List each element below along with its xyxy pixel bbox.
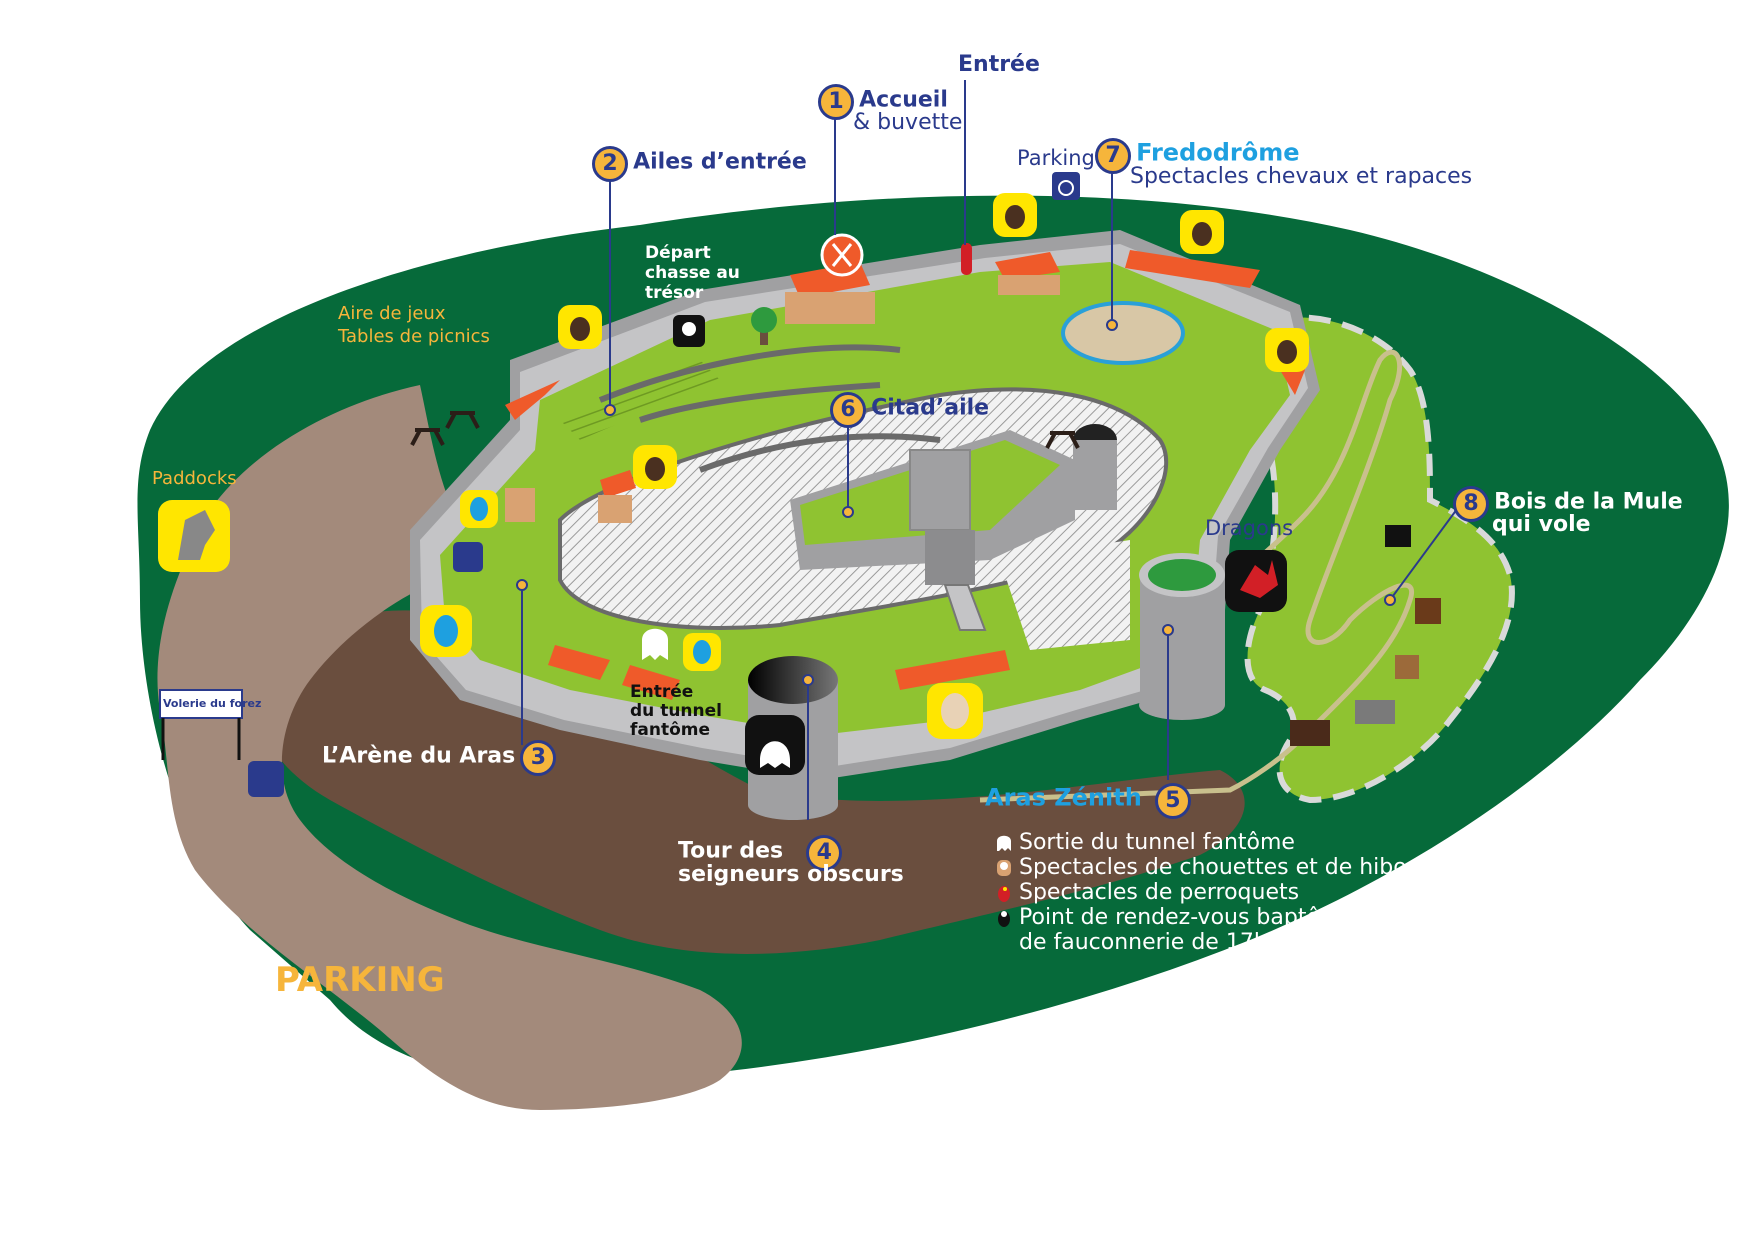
tour-line2: seigneurs obscurs xyxy=(678,862,904,887)
citadel-bridge xyxy=(943,584,987,631)
legend-text-eagle: Point de rendez-vous baptême de fauconne… xyxy=(1019,905,1355,955)
volerie-sign-text: Volerie du forez xyxy=(163,697,262,710)
parking-big-label: PARKING xyxy=(275,960,445,1000)
tunnel-entrance-label: Entrée du tunnel fantôme xyxy=(630,683,722,740)
ghost-icon xyxy=(995,833,1013,853)
aras-zenith-tower-pool xyxy=(1148,559,1216,591)
legend-row-parrot: Spectacles de perroquets xyxy=(995,880,1434,905)
tour-number-badge: 4 xyxy=(806,835,843,871)
paddocks-label: Paddocks xyxy=(152,468,237,489)
toilets-icon-inner xyxy=(453,542,483,572)
tree xyxy=(751,307,777,345)
ailes-title: Ailes d’entrée xyxy=(633,149,807,175)
parrot-silhouettes xyxy=(434,497,711,664)
accessible-symbol xyxy=(1058,180,1074,196)
toilets-icon-outer xyxy=(248,761,284,797)
skull-head xyxy=(682,322,696,336)
ailes-number-badge: 2 xyxy=(592,146,628,182)
legend-row-eagle: Point de rendez-vous baptême de fauconne… xyxy=(995,905,1434,955)
fredodrome-subtitle: Spectacles chevaux et rapaces xyxy=(1130,164,1473,189)
restaurant-icon xyxy=(820,233,864,277)
legend: Sortie du tunnel fantôme Spectacles de c… xyxy=(995,830,1434,955)
ghost-icon xyxy=(642,628,668,660)
legend-row-owl: Spectacles de chouettes et de hiboux xyxy=(995,855,1434,880)
ghost-tunnel-silhouette xyxy=(760,741,790,768)
horse-silhouette xyxy=(178,510,215,560)
inner-path xyxy=(598,344,941,473)
tour-line1: Tour des xyxy=(678,838,784,864)
bois-title-line2: qui vole xyxy=(1492,512,1591,537)
fredodrome-arena xyxy=(1061,301,1185,365)
legend-text-ghost: Sortie du tunnel fantôme xyxy=(1019,830,1295,855)
citadel-gate xyxy=(925,530,975,585)
bois-label[interactable]: 8 Bois de la Mule xyxy=(1453,486,1683,522)
bois-area xyxy=(1244,314,1515,804)
arene-label[interactable]: L’Arène du Aras 3 xyxy=(322,740,557,776)
aras-zenith-number-badge: 5 xyxy=(1154,783,1191,819)
dark-tower-bottom xyxy=(748,790,838,820)
fredodrome-label[interactable]: 7 Fredodrôme xyxy=(1095,138,1300,174)
owl-icon xyxy=(995,858,1013,878)
ailes-label[interactable]: 2 Ailes d’entrée xyxy=(592,146,807,182)
citadel-tower-body xyxy=(1073,440,1117,510)
aire-line1: Aire de jeux xyxy=(338,303,446,324)
parking-accessible-icon xyxy=(1052,172,1080,200)
citadel-keep xyxy=(909,449,971,531)
arene-number-badge: 3 xyxy=(520,740,557,776)
leader-lines xyxy=(521,80,1461,820)
tour-label[interactable]: Tour des 4 xyxy=(678,835,843,871)
fredodrome-number-badge: 7 xyxy=(1095,138,1131,174)
aras-zenith-title: Aras Zénith xyxy=(985,783,1142,812)
parking-small-label: Parking xyxy=(1017,146,1095,170)
arene-title: L’Arène du Aras xyxy=(322,743,516,769)
woods-trail xyxy=(979,349,1415,803)
aras-zenith-tower-bottom xyxy=(1139,690,1225,720)
parrot-icon xyxy=(995,883,1013,903)
aras-zenith-label[interactable]: Aras Zénith 5 xyxy=(985,783,1191,819)
bois-title-line1: Bois de la Mule xyxy=(1494,489,1683,515)
legend-row-ghost: Sortie du tunnel fantôme xyxy=(995,830,1434,855)
dragons-label: Dragons xyxy=(1205,516,1294,540)
parking-road xyxy=(157,385,742,1110)
owl-silhouette xyxy=(941,693,969,729)
citadaile-number-badge: 6 xyxy=(830,392,866,428)
depart-line2: chasse au xyxy=(645,263,740,283)
leader-dots xyxy=(516,319,1396,686)
legend-text-owl: Spectacles de chouettes et de hiboux xyxy=(1019,855,1434,880)
bois-number-badge: 8 xyxy=(1453,486,1489,522)
depart-line3: trésor xyxy=(645,283,704,303)
eagle-icon xyxy=(995,908,1013,928)
accueil-label[interactable]: 1 Accueil xyxy=(818,84,948,120)
accueil-number-badge: 1 xyxy=(818,84,854,120)
tunnel-line1: Entrée xyxy=(630,682,694,702)
tunnel-line3: fantôme xyxy=(630,720,711,740)
accueil-title: Accueil xyxy=(859,87,948,113)
citadaile-label[interactable]: 6 Citad’aile xyxy=(830,392,989,428)
picnic-tables xyxy=(410,411,1080,449)
fredodrome-title: Fredodrôme xyxy=(1136,138,1300,167)
accueil-subtitle: & buvette xyxy=(853,110,963,135)
legend-text-parrot: Spectacles de perroquets xyxy=(1019,880,1300,905)
striped-field xyxy=(560,360,720,440)
citadaile-title: Citad’aile xyxy=(871,395,990,421)
dragon-silhouette xyxy=(1240,560,1278,598)
dark-tower-top xyxy=(748,656,838,704)
entrance-marker xyxy=(961,243,972,275)
woods-animals xyxy=(1290,525,1441,746)
tunnel-line2: du tunnel xyxy=(630,701,722,721)
bird-silhouettes xyxy=(570,205,1297,481)
volerie-sign xyxy=(159,689,243,719)
entree-label: Entrée xyxy=(958,52,1040,77)
depart-line1: Départ xyxy=(645,243,711,263)
buildings xyxy=(505,275,1060,523)
gravel-small xyxy=(1000,540,1130,650)
aire-line2: Tables de picnics xyxy=(338,326,490,347)
